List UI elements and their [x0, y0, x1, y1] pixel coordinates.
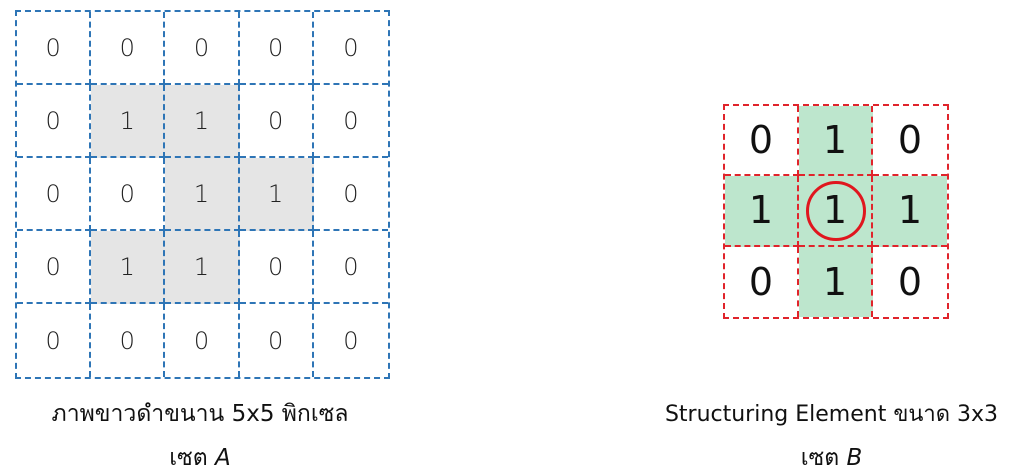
structuring-element-cell: 1: [725, 176, 799, 247]
image-a-cell: 1: [91, 85, 166, 158]
image-a-cell: 1: [165, 158, 240, 231]
structuring-element-value: 0: [897, 259, 923, 304]
image-a-set-prefix: เซต: [169, 445, 215, 471]
structuring-element-cell: 0: [725, 246, 799, 317]
structuring-element-value: 0: [748, 118, 774, 163]
image-a-cell: 1: [91, 231, 166, 304]
structuring-element-cell: 1: [873, 176, 947, 247]
structuring-element-cell: 1: [799, 246, 873, 317]
image-a-cell: 0: [91, 12, 166, 85]
structuring-element-grid: 0 1 0 1 1 1 0 1 0: [723, 104, 949, 319]
image-a-cell: 0: [17, 304, 92, 377]
structuring-element-value: 0: [748, 259, 774, 304]
image-a-cell: 1: [165, 85, 240, 158]
structuring-element-set-letter: B: [846, 445, 863, 471]
image-a-cell: 0: [313, 304, 388, 377]
image-a-cell: 0: [239, 304, 314, 377]
image-a-cell: 0: [17, 158, 92, 231]
structuring-element-set-prefix: เซต: [800, 445, 847, 471]
structuring-element-cell: 1: [799, 106, 873, 177]
image-a-cell: 0: [313, 12, 388, 85]
structuring-element-value: 1: [822, 188, 848, 233]
structuring-element-value: 1: [748, 188, 774, 233]
image-a-cell: 0: [91, 304, 166, 377]
structuring-element-cell: 0: [873, 246, 947, 317]
origin-marker-circle: [806, 181, 866, 242]
image-a-cell: 0: [165, 12, 240, 85]
image-a-cell: 0: [313, 231, 388, 304]
image-a-cell: 0: [17, 12, 92, 85]
image-a-cell: 1: [239, 158, 314, 231]
structuring-element-set-label: เซต B: [632, 440, 1031, 476]
structuring-element-cell: 1: [799, 176, 873, 247]
image-a-cell: 0: [91, 158, 166, 231]
image-a-cell: 0: [165, 304, 240, 377]
image-a-cell: 0: [313, 158, 388, 231]
image-a-cell: 0: [239, 231, 314, 304]
image-a-set-letter: A: [215, 445, 231, 471]
image-a-cell: 1: [165, 231, 240, 304]
structuring-element-value: 0: [897, 118, 923, 163]
structuring-element-value: 1: [897, 188, 923, 233]
structuring-element-cell: 0: [725, 106, 799, 177]
structuring-element-caption: Structuring Element ขนาด 3x3: [664, 402, 999, 427]
image-a-cell: 0: [239, 12, 314, 85]
image-a-set-label: เซต A: [30, 440, 370, 476]
image-a-cell: 0: [313, 85, 388, 158]
image-a-cell: 0: [17, 231, 92, 304]
structuring-element-value: 1: [822, 259, 848, 304]
structuring-element-cell: 0: [873, 106, 947, 177]
structuring-element-value: 1: [822, 118, 848, 163]
image-a-caption: ภาพขาวดำขนาน 5x5 พิกเซล: [51, 401, 349, 427]
image-a-cell: 0: [17, 85, 92, 158]
image-a-cell: 0: [239, 85, 314, 158]
